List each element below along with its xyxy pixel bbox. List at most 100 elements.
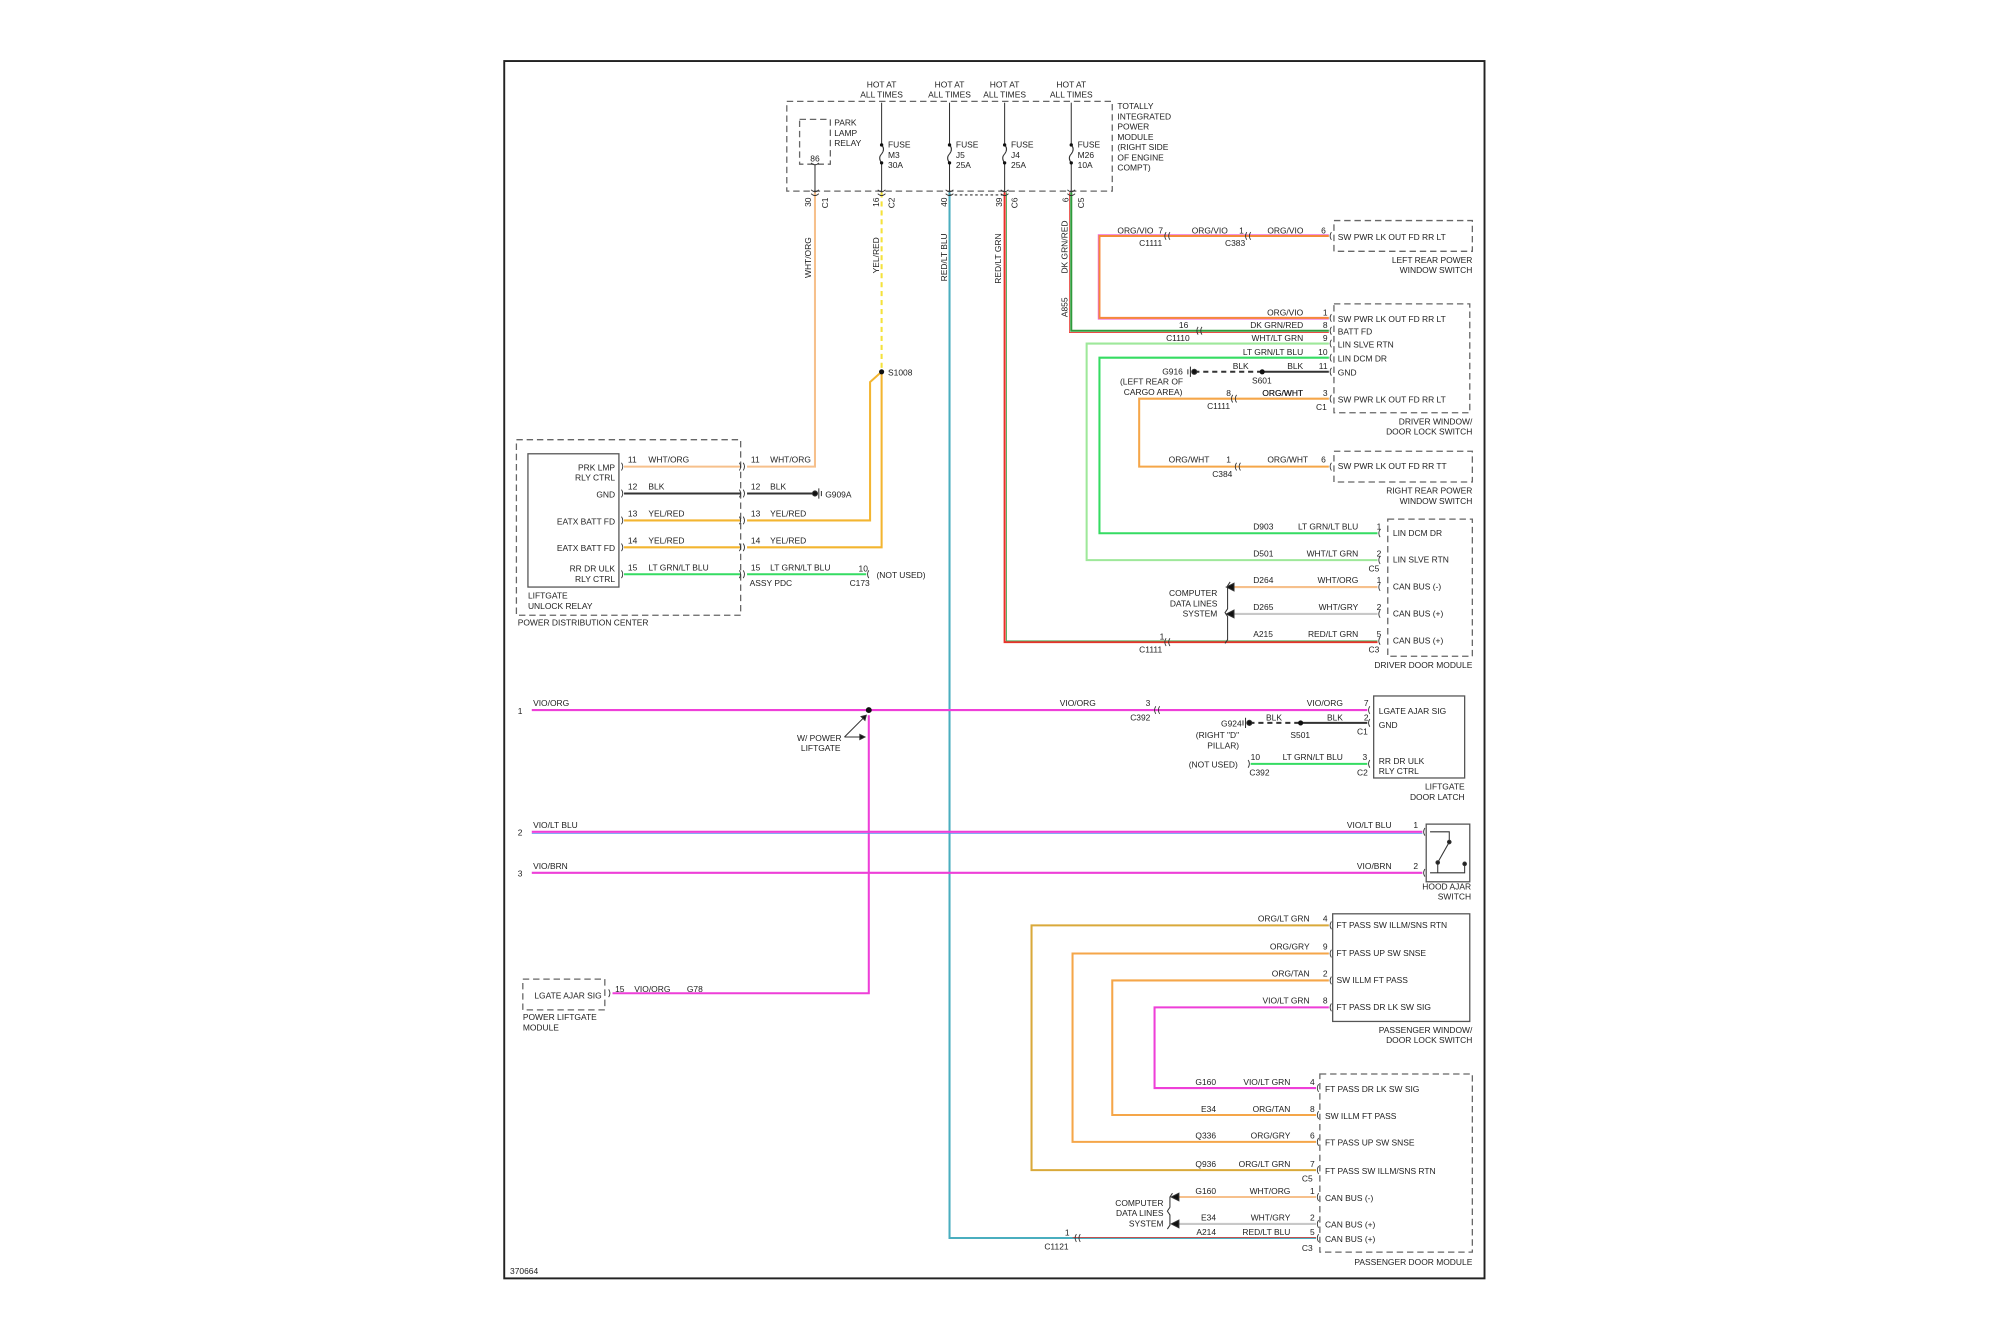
- pin-number: 9: [1323, 942, 1328, 952]
- fuse-gap: [1068, 146, 1074, 165]
- line-number: 1: [518, 706, 523, 716]
- data-lines-arrow-icon: [1224, 581, 1235, 644]
- wire-red-lt-blu: [948, 192, 1317, 1240]
- connector-id: C1121: [1044, 1242, 1069, 1252]
- connector-icon: [1074, 1233, 1081, 1243]
- passenger-door-module-box: [1319, 1073, 1473, 1253]
- fuse-icons: [879, 143, 1074, 165]
- pin-number: 13: [751, 509, 761, 519]
- connector-icon: [738, 543, 745, 552]
- wire-color-label: ORG/WHT: [1262, 388, 1303, 398]
- pin-number: 1: [1413, 820, 1418, 830]
- pin-function: SW ILLM FT PASS: [1325, 1111, 1397, 1121]
- circuit-id: D265: [1253, 602, 1273, 612]
- relay-name: UNLOCK RELAY: [528, 601, 593, 611]
- data-lines-label: DATA LINES: [1116, 1208, 1164, 1218]
- wire-color-label: ORG/GRY: [1270, 942, 1310, 952]
- pin-number: 6: [1310, 1131, 1315, 1141]
- pin-number: 2: [1413, 861, 1418, 871]
- fuse-rating: 25A: [1011, 160, 1026, 170]
- fuse-rating: 30A: [888, 160, 903, 170]
- pin-number: 1: [1160, 632, 1165, 642]
- connector-id: C392: [1130, 712, 1150, 722]
- wire-yel-red-13: [747, 371, 883, 522]
- pin-number: 2: [1377, 602, 1382, 612]
- wire-color-label: VIO/LT GRN: [1263, 996, 1310, 1006]
- wire-color-label: WHT/LT GRN: [1251, 333, 1303, 343]
- right-rear-switch-box: [1333, 450, 1473, 483]
- pin-function: LIN DCM DR: [1393, 528, 1442, 538]
- pin-number: 1: [1226, 455, 1231, 465]
- wire-org-wht: [1138, 397, 1329, 468]
- pin-function: LIN DCM DR: [1338, 354, 1387, 364]
- component-name: WINDOW SWITCH: [1400, 496, 1473, 506]
- connector-icon: [1423, 827, 1426, 836]
- relay-name: LIFTGATE: [528, 591, 568, 601]
- liftgate-latch-box: [1373, 695, 1466, 779]
- connector-id: C2: [886, 197, 896, 208]
- circuit-id: D903: [1253, 521, 1273, 531]
- component-name: PASSENGER DOOR MODULE: [1354, 1257, 1472, 1267]
- connector-icon: [608, 989, 611, 998]
- pin-number: 10: [1318, 347, 1328, 357]
- connector-id: C5: [1076, 197, 1086, 208]
- splice-s601-icon: [1259, 369, 1265, 375]
- wire-color-label: ORG/LT GRN: [1239, 1159, 1291, 1169]
- connector-icon: [1378, 582, 1381, 592]
- wire-color-label: BLK: [1287, 361, 1303, 371]
- passenger-door-module-labels: COMPUTER DATA LINES SYSTEM C5 C3 1 C1121…: [1044, 1077, 1472, 1267]
- pin-number: 5: [1310, 1227, 1315, 1237]
- connector-icon: [1329, 394, 1332, 403]
- driver-door-module-box: [1387, 518, 1473, 657]
- connector-id: C3: [1302, 1243, 1313, 1253]
- pin-function: LIN SLVE RTN: [1393, 555, 1449, 565]
- pin-number: 15: [615, 984, 625, 994]
- connector-icon: [621, 570, 624, 579]
- wire-color-label: RED/LT BLU: [1242, 1227, 1290, 1237]
- splice-vio-org-icon: [865, 707, 872, 714]
- pin-function: FT PASS DR LK SW SIG: [1337, 1002, 1431, 1012]
- pin-number: 7: [1310, 1159, 1315, 1169]
- component-name: DOOR LOCK SWITCH: [1386, 427, 1472, 437]
- splice-label: S501: [1290, 730, 1310, 740]
- wire-color-label: VIO/ORG: [1060, 698, 1096, 708]
- hood-switch-labels: 2 VIO/LT BLU VIO/LT BLU 1 3 VIO/BRN VIO/…: [518, 820, 1471, 902]
- connector-icon: [738, 516, 745, 525]
- connector-id: C2: [1357, 767, 1368, 777]
- wire-color-label: WHT/ORG: [803, 237, 813, 278]
- connector-icon: [1230, 394, 1237, 403]
- liftgate-unlock-relay-box: [527, 453, 620, 588]
- connector-icon: [1329, 313, 1332, 323]
- assy-pdc-label: ASSY PDC: [750, 578, 793, 588]
- wire-lt-grn-lt-blu: [1098, 356, 1378, 535]
- connector-icon: [1316, 1219, 1319, 1229]
- pdc-box: [515, 439, 742, 616]
- connector-icon: [1234, 462, 1241, 471]
- connector-icon: [1329, 462, 1332, 471]
- pin-number: 2: [1323, 969, 1328, 979]
- connector-id: C1111: [1207, 401, 1230, 411]
- relay-pin-label: GND: [596, 489, 615, 499]
- connector-id: C1: [1316, 402, 1327, 412]
- connector-symbols: [608, 162, 1426, 1243]
- wire-color-label: VIO/LT BLU: [1347, 820, 1392, 830]
- ground-location: CARGO AREA): [1124, 387, 1183, 397]
- wire-color-label: ORG/TAN: [1253, 1104, 1291, 1114]
- connector-icon: [1316, 1137, 1319, 1146]
- pin-number: 14: [751, 535, 761, 545]
- wire-color-label: WHT/ORG: [1250, 1186, 1291, 1196]
- tipm-name: INTEGRATED: [1117, 111, 1171, 121]
- pin-number: 30: [803, 197, 813, 207]
- pin-function: SW PWR LK OUT FD RR TT: [1338, 461, 1447, 471]
- fuse-icon: [1068, 144, 1074, 164]
- circuit-id: G160: [1195, 1186, 1216, 1196]
- wire-color-label: ORG/WHT: [1267, 455, 1308, 465]
- component-name: DRIVER DOOR MODULE: [1374, 660, 1472, 670]
- fuse-terminal: [1002, 143, 1007, 147]
- wire-dk-grn-red-tracer: [1069, 192, 1329, 333]
- relay-pin-label: PRK LMP: [578, 462, 615, 472]
- pin-number: 14: [628, 535, 638, 545]
- wire-color-label: YEL/RED: [648, 509, 684, 519]
- wire-color-label: YEL/RED: [770, 535, 806, 545]
- wire-color-label: LT GRN/LT BLU: [648, 562, 708, 572]
